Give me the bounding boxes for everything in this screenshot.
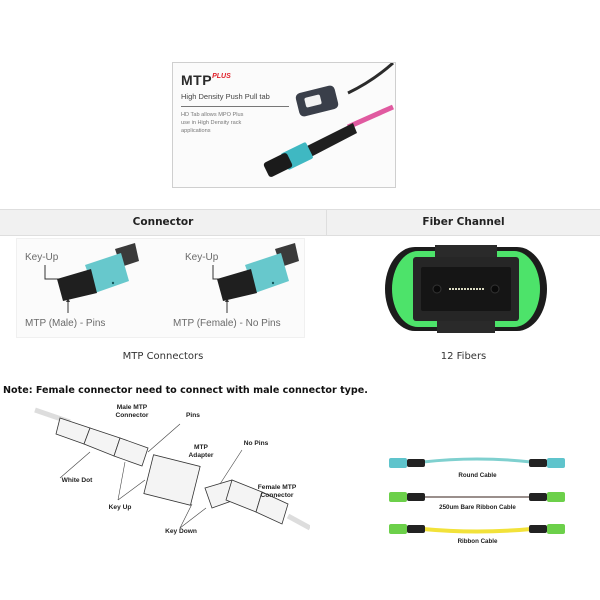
- mtp-plus-promo-image: MTPPLUS High Density Push Pull tab HD Ta…: [172, 62, 396, 188]
- mtp-connectors-image: Key-Up Key-Up MTP (Male) - Pins MTP (Fem…: [16, 238, 305, 338]
- mtp-connector-pair-icon: [44, 243, 299, 313]
- promo-divider: [181, 106, 289, 107]
- key-up-label: Key Up: [108, 504, 132, 511]
- 12-fibers-caption: 12 Fibers: [440, 351, 487, 362]
- connection-note: Note: Female connector need to connect w…: [3, 385, 368, 396]
- cable-types-icon: [389, 457, 565, 534]
- mtp-connectors-caption: MTP Connectors: [122, 351, 204, 362]
- ribbon-cable-label: Ribbon Cable: [457, 538, 498, 545]
- male-pins-caption: MTP (Male) - Pins: [25, 318, 106, 329]
- promo-subtitle: High Density Push Pull tab: [181, 92, 270, 101]
- promo-description: HD Tab allows MPO Plus use in High Densi…: [181, 112, 244, 134]
- 12-fiber-ferrule-image: [385, 245, 547, 333]
- promo-brand: MTPPLUS: [181, 72, 231, 88]
- table-header-row: Connector Fiber Channel: [0, 209, 600, 236]
- connector-adapter-diagram-icon: [34, 407, 310, 531]
- header-connector: Connector: [0, 210, 327, 235]
- header-fiber-channel: Fiber Channel: [422, 216, 505, 228]
- female-no-pins-caption: MTP (Female) - No Pins: [173, 318, 281, 329]
- no-pins-label: No Pins: [243, 440, 269, 447]
- cable-types-image: Round Cable 250um Bare Ribbon Cable Ribb…: [385, 452, 570, 547]
- pins-label: Pins: [186, 412, 200, 419]
- round-cable-label: Round Cable: [458, 472, 497, 479]
- male-mtp-connector-label: Male MTP Connector: [115, 404, 149, 419]
- white-dot-label: White Dot: [61, 477, 93, 484]
- female-key-up-label: Key-Up: [185, 252, 219, 263]
- male-key-up-label: Key-Up: [25, 252, 59, 263]
- mtp-adapter-label: MTP Adapter: [188, 444, 214, 459]
- mtp-connection-diagram: Male MTP Connector Pins MTP Adapter No P…: [30, 400, 310, 560]
- bare-ribbon-cable-label: 250um Bare Ribbon Cable: [439, 504, 516, 511]
- mtp-plus-cable-icon: [263, 63, 395, 177]
- key-down-label: Key Down: [165, 528, 197, 535]
- female-mtp-connector-label: Female MTP Connector: [257, 484, 297, 499]
